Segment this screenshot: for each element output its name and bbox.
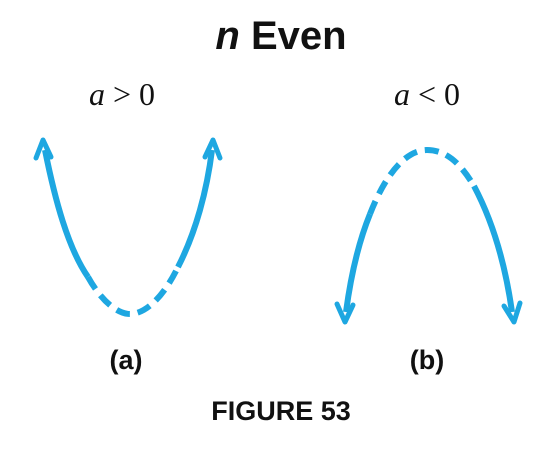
panel-a-condition-space-1: [105, 76, 113, 112]
title-variable: n: [215, 14, 239, 58]
panel-a-condition-operator: >: [113, 76, 131, 112]
panel-b-left-arrow-icon: [334, 301, 356, 325]
panel-b-label: (b): [410, 345, 444, 375]
panel-a-label: (a): [110, 345, 143, 375]
panel-a-curve-dashed: [85, 265, 181, 318]
figure-caption: FIGURE 53: [211, 396, 351, 426]
panel-a-right-arrow-icon: [202, 137, 223, 161]
panel-a-arrowheads: [33, 137, 223, 161]
panel-b-condition-variable: a: [394, 76, 410, 112]
figure-title: n Even: [215, 14, 346, 58]
panel-a-condition-space-2: [131, 76, 139, 112]
panel-b-condition-operator: <: [418, 76, 436, 112]
panel-b-curve-dashed: [367, 146, 477, 216]
panel-a-condition-variable: a: [89, 76, 105, 112]
panel-b-arrowheads: [334, 300, 523, 325]
panel-b-condition: a < 0: [394, 76, 460, 112]
panel-a-curve-right-solid: [175, 149, 215, 269]
panel-b-condition-space-1: [410, 76, 418, 112]
panel-a-condition: a > 0: [89, 76, 155, 112]
panel-a-condition-value: 0: [139, 76, 155, 112]
panel-a-curve-left-solid: [42, 149, 91, 279]
title-text: [240, 14, 251, 58]
panel-b-curve-right-solid: [471, 184, 515, 313]
panel-b-right-arrow-icon: [501, 300, 523, 325]
panel-b-curve-left-solid: [343, 212, 373, 313]
title-text-word: Even: [251, 14, 347, 58]
panel-a-left-arrow-icon: [33, 137, 54, 161]
panel-b-condition-value: 0: [444, 76, 460, 112]
panel-b-curve: [343, 146, 515, 313]
panel-b-condition-space-2: [436, 76, 444, 112]
panel-a-curve: [42, 149, 215, 318]
